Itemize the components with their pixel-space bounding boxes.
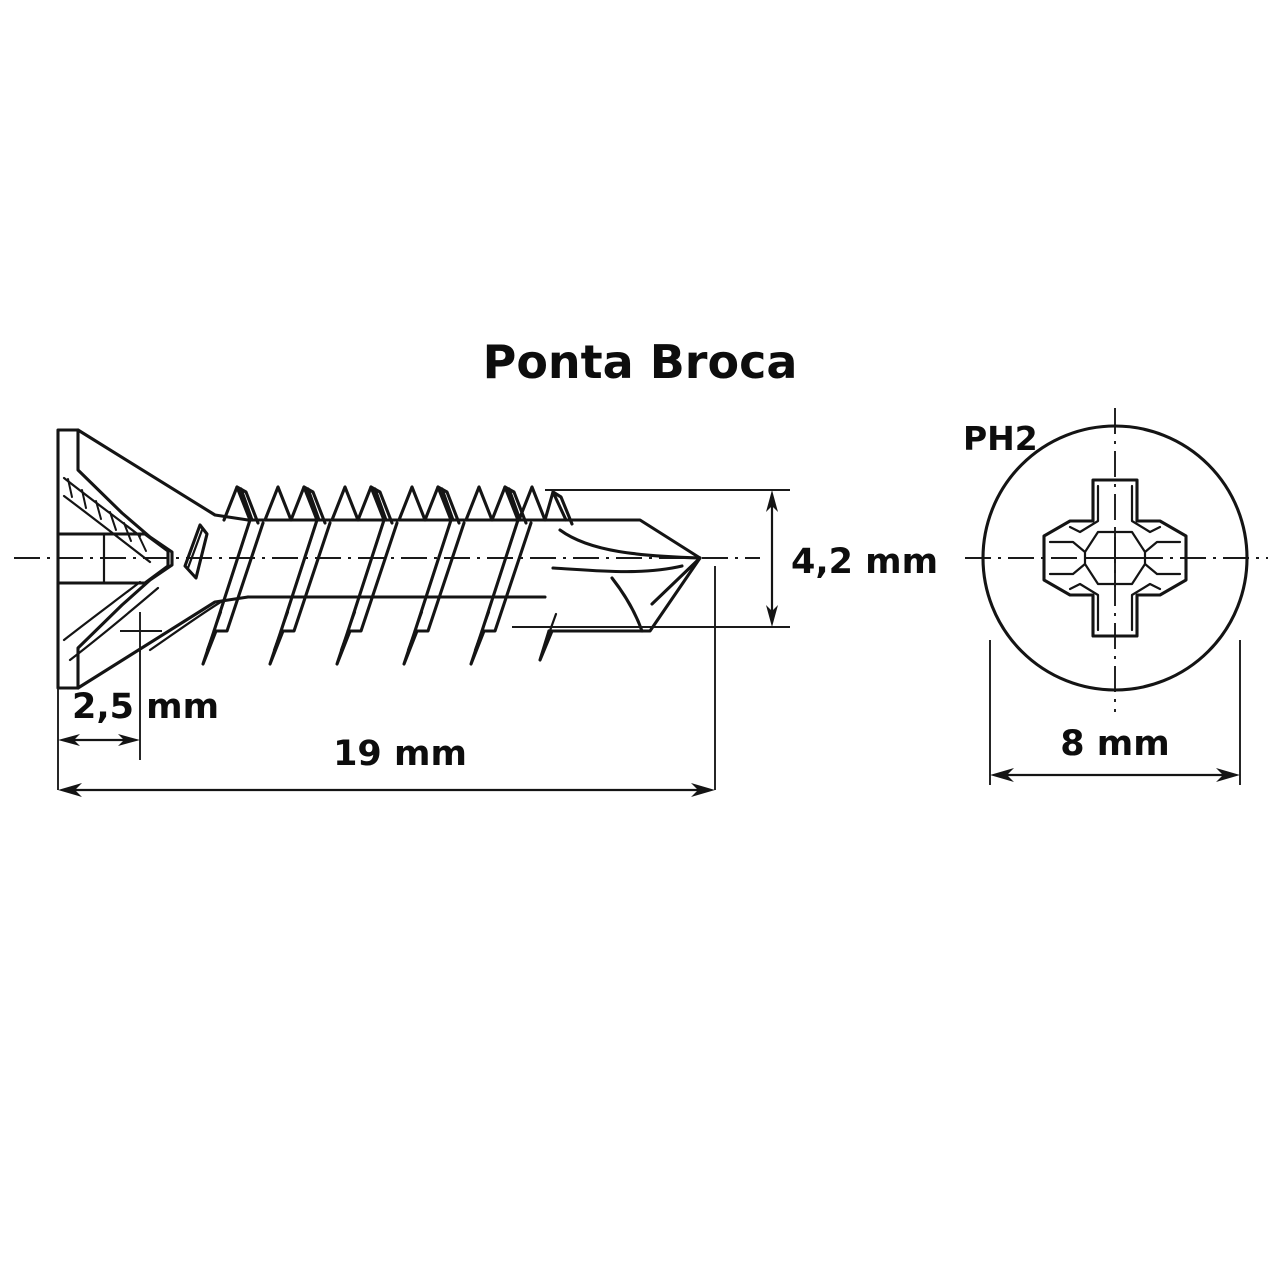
diameter-arrow-bottom: [766, 605, 778, 627]
head-underside-blend: [148, 598, 226, 652]
thread-edge-4b: [440, 487, 455, 522]
head-height-arrow-right: [118, 734, 140, 746]
countersink-hatch-upper: [67, 478, 147, 552]
thread-runout-edge: [186, 528, 204, 570]
cross-wing-bottom-right-bevel: [1130, 582, 1162, 632]
thread-crest-bot-3: [335, 629, 352, 666]
drill-point-upper-edge: [543, 518, 702, 560]
countersink-curve-lower-2: [68, 586, 160, 662]
drawing-title: Ponta Broca: [483, 335, 798, 389]
thread-edge-2c: [272, 610, 290, 652]
head-cone-upper-flank: [76, 428, 250, 522]
thread-flank-2: [279, 518, 332, 633]
thread-edge-2b: [306, 487, 321, 522]
drive-type-label: PH2: [963, 419, 1038, 458]
drill-point: [543, 518, 702, 633]
thread-crest-bot-6: [538, 629, 554, 662]
thread-edge-5c: [473, 610, 491, 652]
total-length-arrow-left: [58, 783, 82, 797]
countersink-curve-upper: [62, 476, 142, 538]
total-length-arrow-right: [691, 783, 715, 797]
thread-edge-3c: [339, 610, 357, 652]
head-outer-circle: [981, 424, 1249, 692]
drill-flute-curve-upper: [558, 528, 702, 560]
thread-crest-top-2: [289, 485, 360, 522]
cross-recess-center-pocket: [1083, 530, 1147, 586]
cross-wing-bottom-left-bevel: [1068, 582, 1100, 632]
countersink-curve-upper-2: [62, 494, 152, 564]
thread-crest-top-4: [423, 485, 494, 522]
thread-flank-4: [413, 518, 466, 633]
cross-wing-top-left-bevel: [1068, 484, 1100, 534]
diameter-dim-label: 4,2 mm: [791, 542, 938, 582]
thread-crest-bot-2: [268, 629, 285, 666]
thread-edge-3b: [373, 487, 388, 522]
thread-crest-bot-5: [469, 629, 486, 666]
thread-edge-5b: [507, 487, 522, 522]
head-height-arrow-left: [58, 734, 80, 746]
screw-side-view: 4,2 mm 2,5 mm: [14, 428, 938, 797]
cross-recess-outline: [1042, 478, 1188, 638]
thread-crest-top-1: [222, 485, 293, 522]
head-diameter-arrow-left: [990, 768, 1014, 782]
thread-edge-4c: [406, 610, 424, 652]
dimension-diameter: 4,2 mm: [512, 489, 938, 628]
dimension-head-diameter: 8 mm: [989, 640, 1241, 785]
countersink-curve-lower: [62, 580, 142, 642]
dimension-head-height: 2,5 mm: [57, 612, 219, 790]
head-diameter-dim-label: 8 mm: [1060, 724, 1169, 764]
thread-runout: [183, 523, 209, 580]
head-height-dim-label: 2,5 mm: [72, 687, 219, 727]
countersunk-head: [56, 428, 250, 690]
screw-head-end-view: PH2 8 mm: [963, 408, 1268, 785]
dimension-total-length: 19 mm: [58, 566, 716, 797]
thread-helix: [183, 485, 574, 666]
drill-flute-relief: [610, 576, 644, 633]
drill-flute-curve-lower: [551, 564, 684, 574]
cross-wing-left-bevel-top: [1048, 540, 1087, 554]
thread-crest-bot-1: [201, 629, 218, 666]
thread-crest-top-5: [490, 485, 547, 522]
thread-edge-1b: [239, 487, 254, 522]
head-height-cross-marker: [120, 612, 162, 652]
head-diameter-arrow-right: [1216, 768, 1240, 782]
thread-crest-bot-4: [402, 629, 419, 666]
total-length-dim-label: 19 mm: [333, 734, 467, 774]
head-outer-profile: [56, 428, 174, 690]
center-crosshair: [1086, 530, 1144, 587]
thread-crest-top-6: [543, 490, 568, 522]
phillips-cross-recess: [1042, 478, 1188, 638]
cross-wing-top-right-bevel: [1130, 484, 1162, 534]
thread-edge-1c: [205, 610, 223, 652]
cross-wing-left-bevel-bottom: [1048, 562, 1087, 576]
cross-wing-right-bevel-top: [1143, 540, 1182, 554]
drill-cutting-lip: [650, 556, 702, 606]
phillips-recess-section: [56, 532, 170, 585]
thread-flank-1: [212, 518, 265, 633]
thread-flank-3: [346, 518, 399, 633]
thread-edge-6a: [551, 490, 574, 526]
diameter-arrow-top: [766, 490, 778, 512]
cross-wing-right-bevel-bottom: [1143, 562, 1182, 576]
thread-crest-top-3: [356, 485, 427, 522]
thread-flank-5: [480, 518, 533, 633]
drill-point-lower-edge: [547, 556, 702, 633]
recess-bore-profile: [56, 532, 170, 585]
